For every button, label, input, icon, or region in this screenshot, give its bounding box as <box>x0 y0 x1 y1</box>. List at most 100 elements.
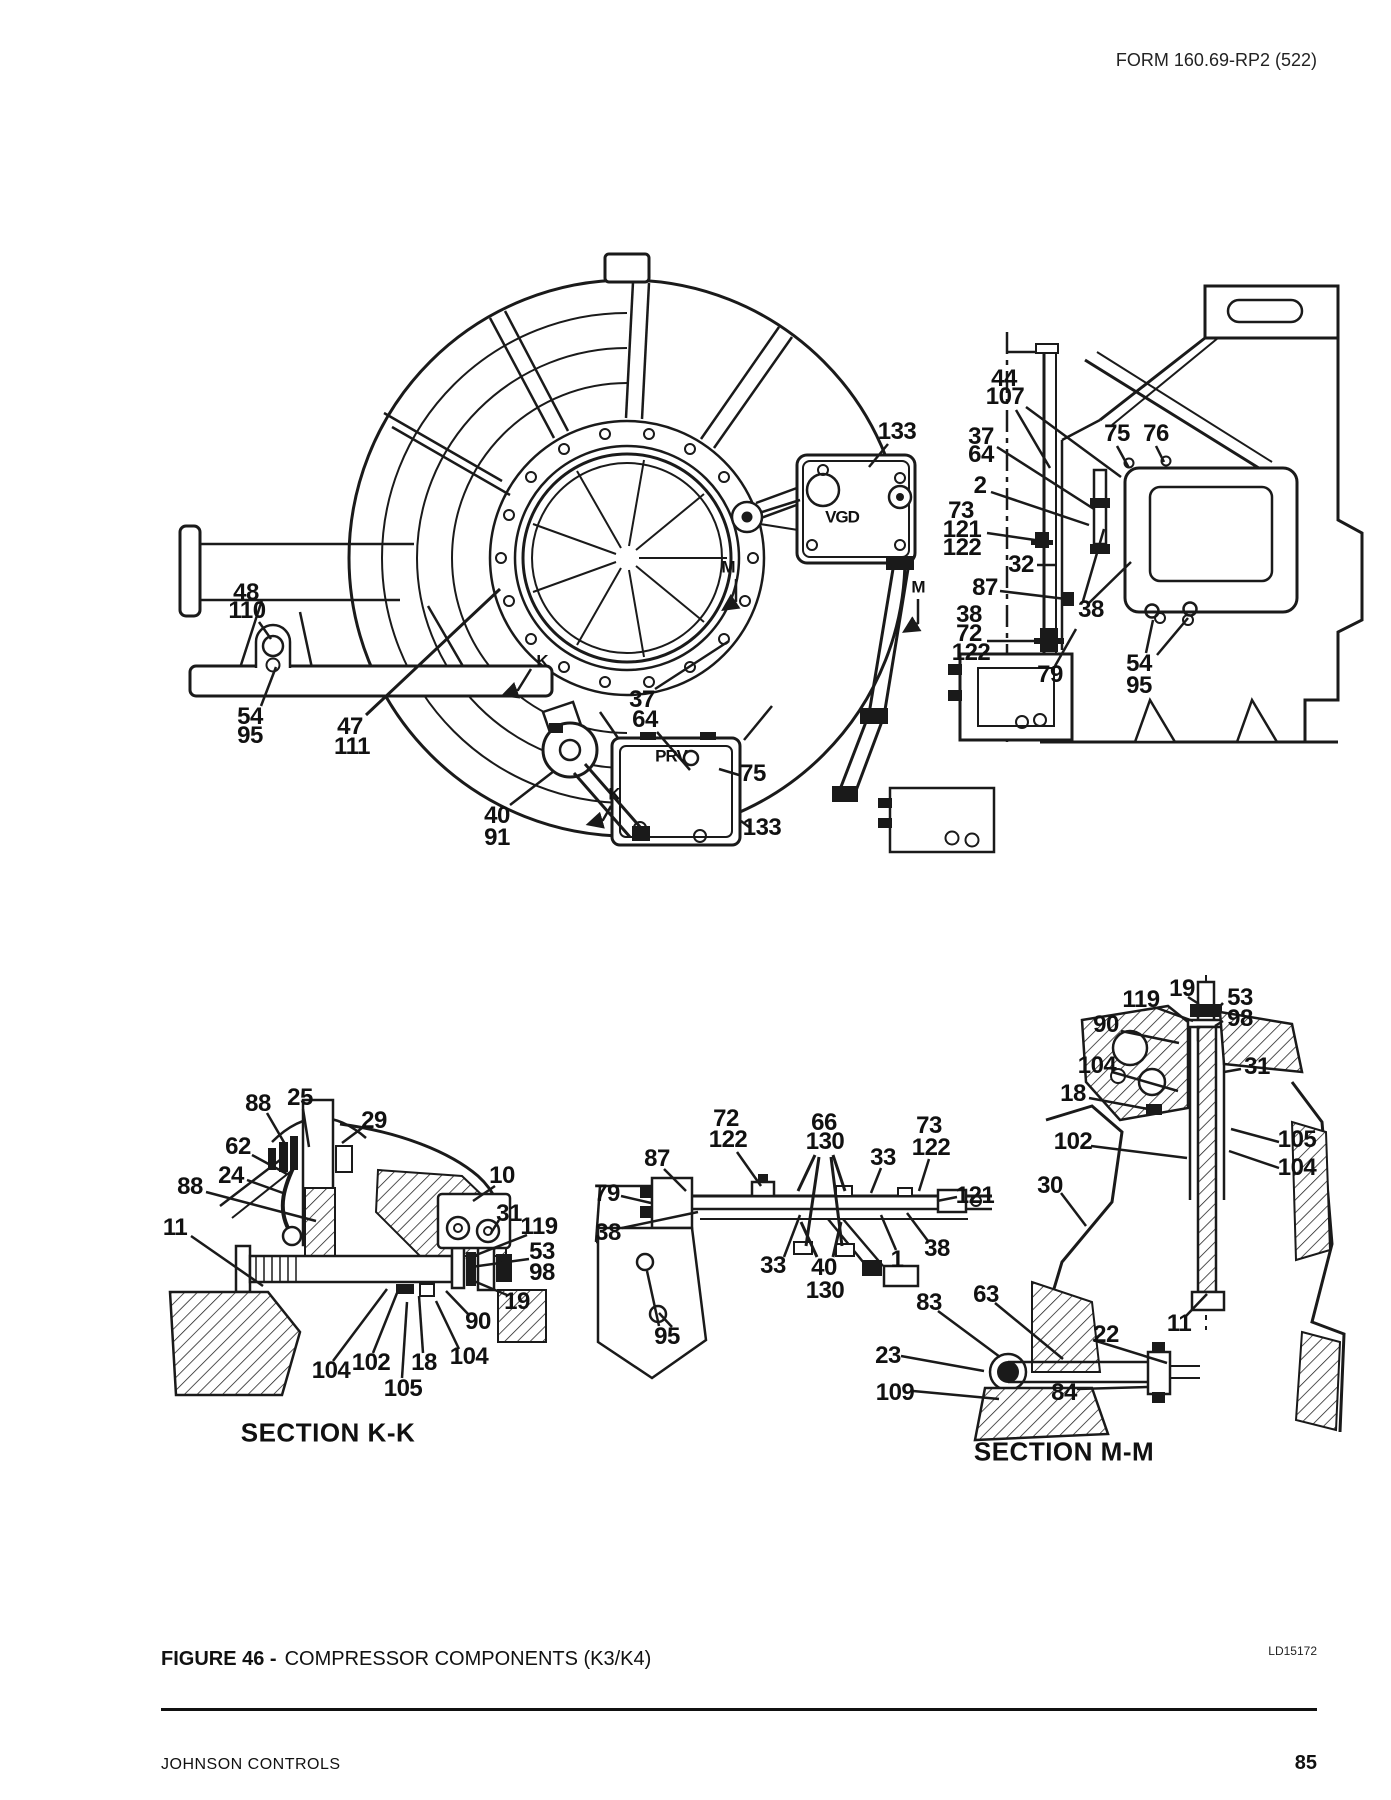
section-kk-callout-88: 88 <box>177 1173 203 1200</box>
compressor-side-view-callout-121: 121 <box>942 516 982 543</box>
vane-linkage-detail-callout-87: 87 <box>644 1145 670 1172</box>
compressor-front-view-callout-37: 37 <box>629 686 655 713</box>
compressor-front-view-callout-48: 48 <box>233 579 259 606</box>
compressor-front-view-mark-vgd: VGD <box>825 507 860 527</box>
section-kk-callout-25: 25 <box>287 1084 313 1111</box>
vane-linkage-detail-callout-130: 130 <box>805 1277 845 1304</box>
section-kk-callout-98: 98 <box>529 1259 555 1286</box>
section-kk-callout-88: 88 <box>245 1090 271 1117</box>
compressor-side-view-callout-38: 38 <box>1078 596 1104 623</box>
vane-linkage-detail-callout-122: 122 <box>911 1134 951 1161</box>
section-kk-callout-19: 19 <box>504 1288 530 1315</box>
compressor-side-view-callout-122: 122 <box>942 534 982 561</box>
compressor-front-view-mark-m: M <box>911 577 925 597</box>
compressor-front-view-mark-k: K <box>536 651 548 671</box>
section-mm-callout-22: 22 <box>1093 1321 1119 1348</box>
page-number: 85 <box>1294 1752 1317 1774</box>
section-mm-callout-102: 102 <box>1053 1128 1093 1155</box>
section-kk-callout-10: 10 <box>489 1162 515 1189</box>
section-mm-callout-105: 105 <box>1277 1126 1317 1153</box>
section-mm-callout-83: 83 <box>916 1289 942 1316</box>
compressor-front-view-callout-111: 111 <box>334 733 370 760</box>
compressor-front-view-callout-95: 95 <box>237 722 263 749</box>
vane-linkage-detail-callout-121: 121 <box>955 1182 995 1209</box>
vane-linkage-detail-callout-95: 95 <box>654 1323 680 1350</box>
compressor-side-view-callout-2: 2 <box>973 472 987 499</box>
section-mm-callout-31: 31 <box>1244 1053 1270 1080</box>
vane-linkage-detail-callout-72: 72 <box>713 1105 739 1132</box>
compressor-side-view-art <box>878 284 1364 854</box>
vane-linkage-detail-callout-38: 38 <box>924 1235 950 1262</box>
section-mm-art <box>900 975 1346 1442</box>
section-mm-callout-90: 90 <box>1093 1011 1119 1038</box>
compressor-side-view-callout-87: 87 <box>972 574 998 601</box>
section-mm-callout-23: 23 <box>875 1342 901 1369</box>
compressor-front-view-callout-133: 133 <box>877 418 917 445</box>
compressor-front-view-callout-91: 91 <box>484 824 510 851</box>
compressor-front-view-callout-133: 133 <box>742 814 782 841</box>
section-kk-callout-53: 53 <box>529 1238 555 1265</box>
compressor-side-view-callout-72: 72 <box>956 620 982 647</box>
vane-linkage-detail-callout-40: 40 <box>811 1254 837 1281</box>
section-mm-callout-30: 30 <box>1037 1172 1063 1199</box>
section-mm-callout-18: 18 <box>1060 1080 1086 1107</box>
footer-company: JOHNSON CONTROLS <box>161 1756 341 1773</box>
compressor-front-view-callout-54: 54 <box>237 703 263 730</box>
compressor-front-view-callout-110: 110 <box>228 597 266 624</box>
vane-linkage-detail-callout-1: 1 <box>890 1246 904 1273</box>
compressor-side-view-callout-107: 107 <box>985 383 1025 410</box>
compressor-front-view-callout-40: 40 <box>484 802 510 829</box>
compressor-front-view-mark-prv: PRV <box>655 746 688 766</box>
section-mm-caption: SECTION M-M <box>973 1436 1155 1467</box>
section-kk-callout-90: 90 <box>465 1308 491 1335</box>
compressor-side-view-callout-64: 64 <box>968 441 994 468</box>
compressor-side-view-callout-54: 54 <box>1126 650 1152 677</box>
compressor-side-view-callout-76: 76 <box>1143 420 1169 447</box>
section-kk-callout-24: 24 <box>218 1162 244 1189</box>
section-kk-caption: SECTION K-K <box>240 1417 416 1448</box>
section-mm-callout-19: 19 <box>1169 975 1195 1002</box>
compressor-front-view-mark-k: K <box>608 784 620 804</box>
compressor-side-view-callout-38: 38 <box>956 601 982 628</box>
section-kk-callout-62: 62 <box>225 1133 251 1160</box>
compressor-side-view-callout-32: 32 <box>1008 551 1034 578</box>
section-kk-callout-18: 18 <box>411 1349 437 1376</box>
vane-linkage-detail-art <box>594 1151 992 1380</box>
compressor-side-view-callout-79: 79 <box>1037 661 1063 688</box>
section-kk-callout-104: 104 <box>311 1357 351 1384</box>
vane-linkage-detail-callout-66: 66 <box>811 1109 837 1136</box>
vane-linkage-detail-callout-122: 122 <box>708 1126 748 1153</box>
section-mm-callout-109: 109 <box>875 1379 915 1406</box>
compressor-front-view-callout-75: 75 <box>740 760 766 787</box>
section-mm-callout-119: 119 <box>1122 986 1160 1013</box>
compressor-side-view-callout-122: 122 <box>951 639 991 666</box>
section-kk-callout-102: 102 <box>351 1349 391 1376</box>
section-mm-callout-11: 11 <box>1166 1310 1192 1337</box>
section-mm-callout-53: 53 <box>1227 984 1253 1011</box>
vane-linkage-detail-callout-38: 38 <box>595 1219 621 1246</box>
figure-caption: FIGURE 46 - COMPRESSOR COMPONENTS (K3/K4) <box>161 1648 651 1671</box>
section-kk-art <box>168 1098 547 1397</box>
caption-rule <box>161 1708 1317 1711</box>
section-mm-callout-98: 98 <box>1227 1005 1253 1032</box>
compressor-front-view-art <box>178 252 922 847</box>
section-mm-callout-104: 104 <box>1077 1052 1117 1079</box>
drawing-id: LD15172 <box>1268 1644 1317 1658</box>
vane-linkage-detail-callout-73: 73 <box>916 1112 942 1139</box>
compressor-front-view-callout-47: 47 <box>337 713 363 740</box>
compressor-front-view-mark-m: M <box>721 557 735 577</box>
compressor-side-view-callout-73: 73 <box>948 497 974 524</box>
compressor-side-view-callout-75: 75 <box>1104 420 1130 447</box>
section-kk-callout-105: 105 <box>383 1375 423 1402</box>
section-kk-callout-11: 11 <box>162 1214 188 1241</box>
section-kk-callout-119: 119 <box>520 1213 558 1240</box>
figure-number: FIGURE 46 - <box>161 1648 277 1670</box>
compressor-side-view-callout-37: 37 <box>968 423 994 450</box>
figure-title: COMPRESSOR COMPONENTS (K3/K4) <box>284 1648 652 1670</box>
section-mm-callout-104: 104 <box>1277 1154 1317 1181</box>
section-kk-callout-104: 104 <box>449 1343 489 1370</box>
compressor-front-view-callout-64: 64 <box>632 706 658 733</box>
section-mm-callout-84: 84 <box>1051 1379 1077 1406</box>
vane-linkage-detail-callout-79: 79 <box>594 1180 620 1207</box>
